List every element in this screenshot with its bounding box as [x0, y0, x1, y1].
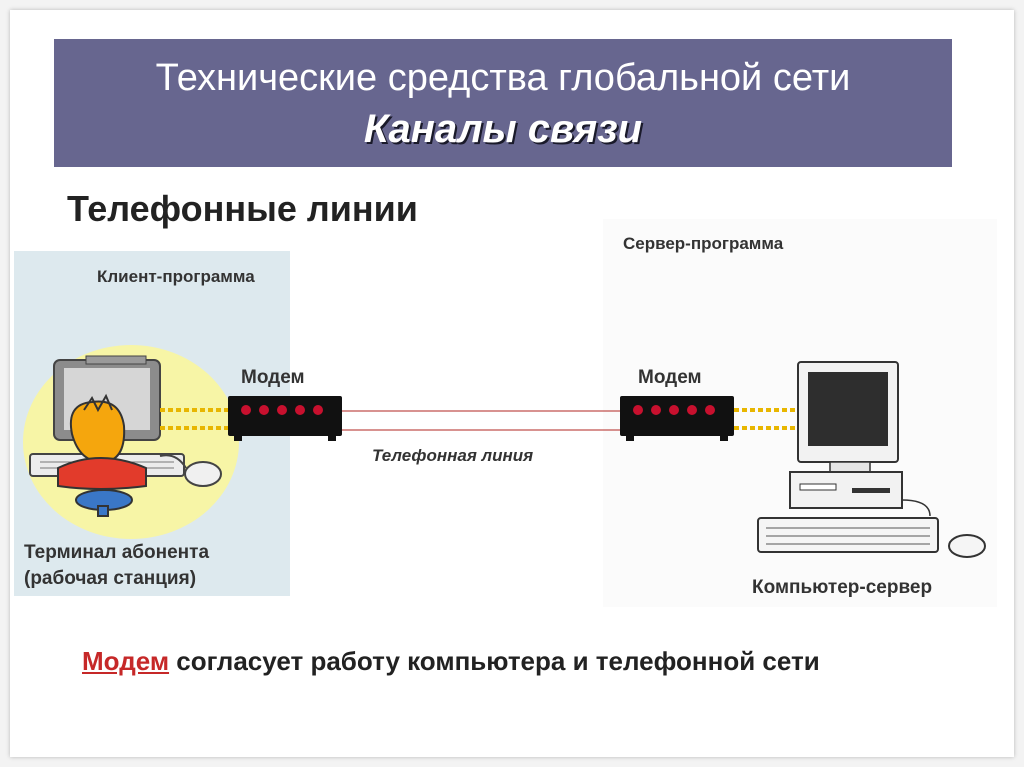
modem-left-device	[228, 396, 342, 441]
client-workstation-illustration	[23, 345, 239, 539]
telephone-line	[342, 410, 620, 431]
modem-statement: Модем согласует работу компьютера и теле…	[82, 646, 820, 677]
modem-highlight: Модем	[82, 646, 170, 676]
modem-right-device	[620, 396, 734, 441]
modem-right-label: Модем	[638, 367, 702, 388]
modem-left-leds	[241, 405, 323, 415]
modem-right-leds	[633, 405, 715, 415]
phone-line-label: Телефонная линия	[372, 446, 534, 465]
client-modem-cables	[160, 408, 228, 430]
server-program-label: Сервер-программа	[623, 234, 784, 253]
server-computer-illustration	[757, 361, 986, 558]
terminal-label-line1: Терминал абонента	[24, 542, 210, 563]
computer-server-label: Компьютер-сервер	[752, 577, 933, 598]
client-program-label: Клиент-программа	[97, 267, 255, 286]
title-banner: Технические средства глобальной сети Кан…	[54, 39, 952, 167]
slide-title: Технические средства глобальной сети	[155, 57, 851, 99]
modem-server-cables	[734, 408, 800, 430]
slide-subtitle: Каналы связи	[363, 107, 643, 151]
terminal-label-line2: (рабочая станция)	[24, 568, 197, 589]
section-heading: Телефонные линии	[67, 188, 418, 229]
modem-left-label: Модем	[241, 367, 305, 388]
modem-statement-rest: согласует работу компьютера и телефонной…	[169, 646, 820, 676]
